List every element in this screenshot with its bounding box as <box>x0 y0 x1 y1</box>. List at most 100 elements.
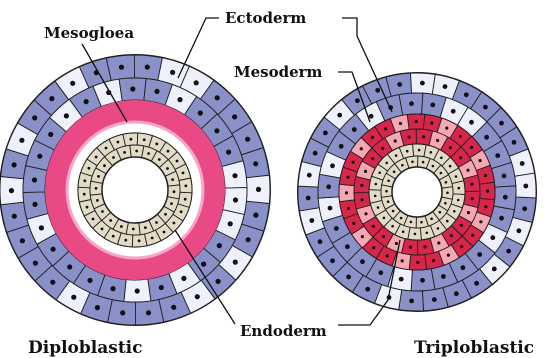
diploblastic-endoderm-outer-nucleus <box>163 231 166 234</box>
triploblastic-ectoderm-outer-nucleus <box>323 131 328 136</box>
diploblastic-ectoderm-inner-nucleus <box>181 276 186 281</box>
triploblastic-mesoderm-inner-nucleus <box>408 136 411 139</box>
diploblastic-endoderm-outer-nucleus <box>184 198 187 201</box>
triploblastic-endoderm-outer-nucleus <box>375 183 378 186</box>
triploblastic-ectoderm-inner-nucleus <box>503 195 508 200</box>
diploblastic-endoderm-outer-nucleus <box>155 143 158 146</box>
triploblastic-endoderm-inner-nucleus <box>430 218 433 221</box>
triploblastic-ectoderm-outer-nucleus <box>522 206 527 211</box>
triploblastic-mesoderm-outer-nucleus <box>415 120 418 123</box>
diploblastic-endoderm-inner-nucleus <box>158 158 161 161</box>
triploblastic-mesoderm-outer-nucleus <box>360 147 363 150</box>
triploblastic-mesoderm-inner-nucleus <box>394 139 397 142</box>
diploblastic-endoderm-outer-nucleus <box>124 239 127 242</box>
triploblastic-mesoderm-inner-nucleus <box>471 197 474 200</box>
diploblastic-ectoderm-outer-nucleus <box>12 214 17 219</box>
triploblastic-mesoderm-outer-nucleus <box>416 261 419 264</box>
triploblastic-mesoderm-outer-nucleus <box>479 159 482 162</box>
diploblastic-ectoderm-outer-nucleus <box>20 238 25 243</box>
diploblastic-endoderm-outer-nucleus <box>130 138 133 141</box>
triploblastic-mesoderm-outer-nucleus <box>361 235 364 238</box>
diploblastic-endoderm-inner-nucleus <box>132 228 135 231</box>
diploblastic-ectoderm-inner-nucleus <box>110 286 115 291</box>
diploblastic-endoderm-outer-nucleus <box>105 147 108 150</box>
triploblastic-mesoderm-inner-nucleus <box>466 169 469 172</box>
triploblastic-mesoderm-inner-nucleus <box>460 224 463 227</box>
triploblastic-ectoderm-outer-nucleus <box>523 184 528 189</box>
diploblastic-endoderm-inner-nucleus <box>96 199 99 202</box>
triploblastic-mesoderm-inner-nucleus <box>364 212 367 215</box>
triploblastic-ectoderm-inner-nucleus <box>451 109 456 114</box>
diploblastic-endoderm-outer-nucleus <box>95 156 98 159</box>
diploblastic-endoderm-outer-nucleus <box>83 179 86 182</box>
triploblastic-ectoderm-inner-nucleus <box>430 103 435 108</box>
triploblastic-mesoderm-outer-nucleus <box>484 205 487 208</box>
triploblastic-mesoderm-outer-nucleus <box>470 146 473 149</box>
diploblastic-ectoderm-outer-nucleus <box>33 261 38 266</box>
diploblastic-ectoderm-outer-nucleus <box>253 213 258 218</box>
triploblastic-endoderm-inner-nucleus <box>387 180 390 183</box>
triploblastic-mesoderm-outer-nucleus <box>479 220 482 223</box>
diploblastic-endoderm-outer-nucleus <box>83 193 86 196</box>
diploblastic-endoderm-outer-nucleus <box>143 138 146 141</box>
diploblastic-endoderm-inner-nucleus <box>101 210 104 213</box>
triploblastic-endoderm-inner-nucleus <box>392 210 395 213</box>
diploblastic-ectoderm-outer-nucleus <box>146 310 151 315</box>
triploblastic-mesoderm-inner-nucleus <box>437 241 440 244</box>
triploblastic-mesoderm-outer-nucleus <box>352 222 355 225</box>
diploblastic-ectoderm-inner-nucleus <box>64 113 69 118</box>
triploblastic-ectoderm-outer-nucleus <box>483 105 488 110</box>
triploblastic-mesoderm-outer-nucleus <box>401 259 404 262</box>
diploblastic-gut-cavity <box>102 157 168 223</box>
triploblastic-mesoderm-inner-nucleus <box>449 146 452 149</box>
triploblastic-mesoderm-inner-nucleus <box>423 245 426 248</box>
triploblastic-mesoderm-outer-nucleus <box>352 161 355 164</box>
triploblastic-endoderm-outer-nucleus <box>377 206 380 209</box>
triploblastic-mesoderm-outer-nucleus <box>460 245 463 248</box>
triploblastic-mesoderm-inner-nucleus <box>450 234 453 237</box>
triploblastic-ectoderm-inner-nucleus <box>420 278 425 283</box>
triploblastic-endoderm-inner-nucleus <box>411 161 414 164</box>
triploblastic-ectoderm-outer-nucleus <box>443 84 448 89</box>
diploblastic-ectoderm-inner-nucleus <box>226 150 231 155</box>
triploblastic-ectoderm-inner-nucleus <box>330 163 335 168</box>
triploblastic-mesoderm-outer-nucleus <box>384 127 387 130</box>
triploblastic-ectoderm-inner-nucleus <box>399 277 404 282</box>
diploblastic-endoderm-inner-nucleus <box>112 156 115 159</box>
diploblastic-ectoderm-outer-nucleus <box>19 138 24 143</box>
triploblastic-mesoderm-outer-nucleus <box>484 174 487 177</box>
triploblastic-mesoderm-inner-nucleus <box>409 246 412 249</box>
triploblastic-endoderm-inner-nucleus <box>401 164 404 167</box>
triploblastic-mesoderm-outer-nucleus <box>347 207 350 210</box>
triploblastic-mesoderm-inner-nucleus <box>360 184 363 187</box>
diploblastic-ectoderm-inner-nucleus <box>159 285 164 290</box>
diploblastic-ectoderm-outer-nucleus <box>49 96 54 101</box>
triploblastic-ectoderm-inner-nucleus <box>441 274 446 279</box>
triploblastic-ectoderm-inner-nucleus <box>469 120 474 125</box>
triploblastic-mesoderm-inner-nucleus <box>364 170 367 173</box>
triploblastic-mesoderm-inner-nucleus <box>371 157 374 160</box>
triploblastic-mesoderm-inner-nucleus <box>467 211 470 214</box>
diploblastic-ectoderm-inner-nucleus <box>67 264 72 269</box>
diploblastic-endoderm-inner-nucleus <box>97 175 100 178</box>
triploblastic-ectoderm-inner-nucleus <box>352 127 357 132</box>
triploblastic-endoderm-outer-nucleus <box>414 233 417 236</box>
triploblastic-endoderm-outer-nucleus <box>395 154 398 157</box>
triploblastic-ectoderm-outer-nucleus <box>355 98 360 103</box>
triploblastic-mesoderm-inner-nucleus <box>361 198 364 201</box>
diploblastic-endoderm-outer-nucleus <box>167 150 170 153</box>
triploblastic-ectoderm-outer-nucleus <box>306 196 311 201</box>
triploblastic-endoderm-outer-nucleus <box>391 225 394 228</box>
triploblastic-mesoderm-inner-nucleus <box>372 225 375 228</box>
diploblastic-endoderm-inner-nucleus <box>166 167 169 170</box>
diploblastic-ectoderm-inner-nucleus <box>198 110 203 115</box>
triploblastic-ectoderm-inner-nucleus <box>484 135 489 140</box>
diploblastic-ectoderm-inner-nucleus <box>233 197 238 202</box>
diploblastic-ectoderm-inner-nucleus <box>217 243 222 248</box>
diploblastic-endoderm-outer-nucleus <box>176 160 179 163</box>
diploblastic-ectoderm-outer-nucleus <box>32 115 37 120</box>
diploblastic-endoderm-inner-nucleus <box>109 219 112 222</box>
diploblastic-ectoderm-outer-nucleus <box>119 65 124 70</box>
triploblastic-mesoderm-inner-nucleus <box>422 135 425 138</box>
